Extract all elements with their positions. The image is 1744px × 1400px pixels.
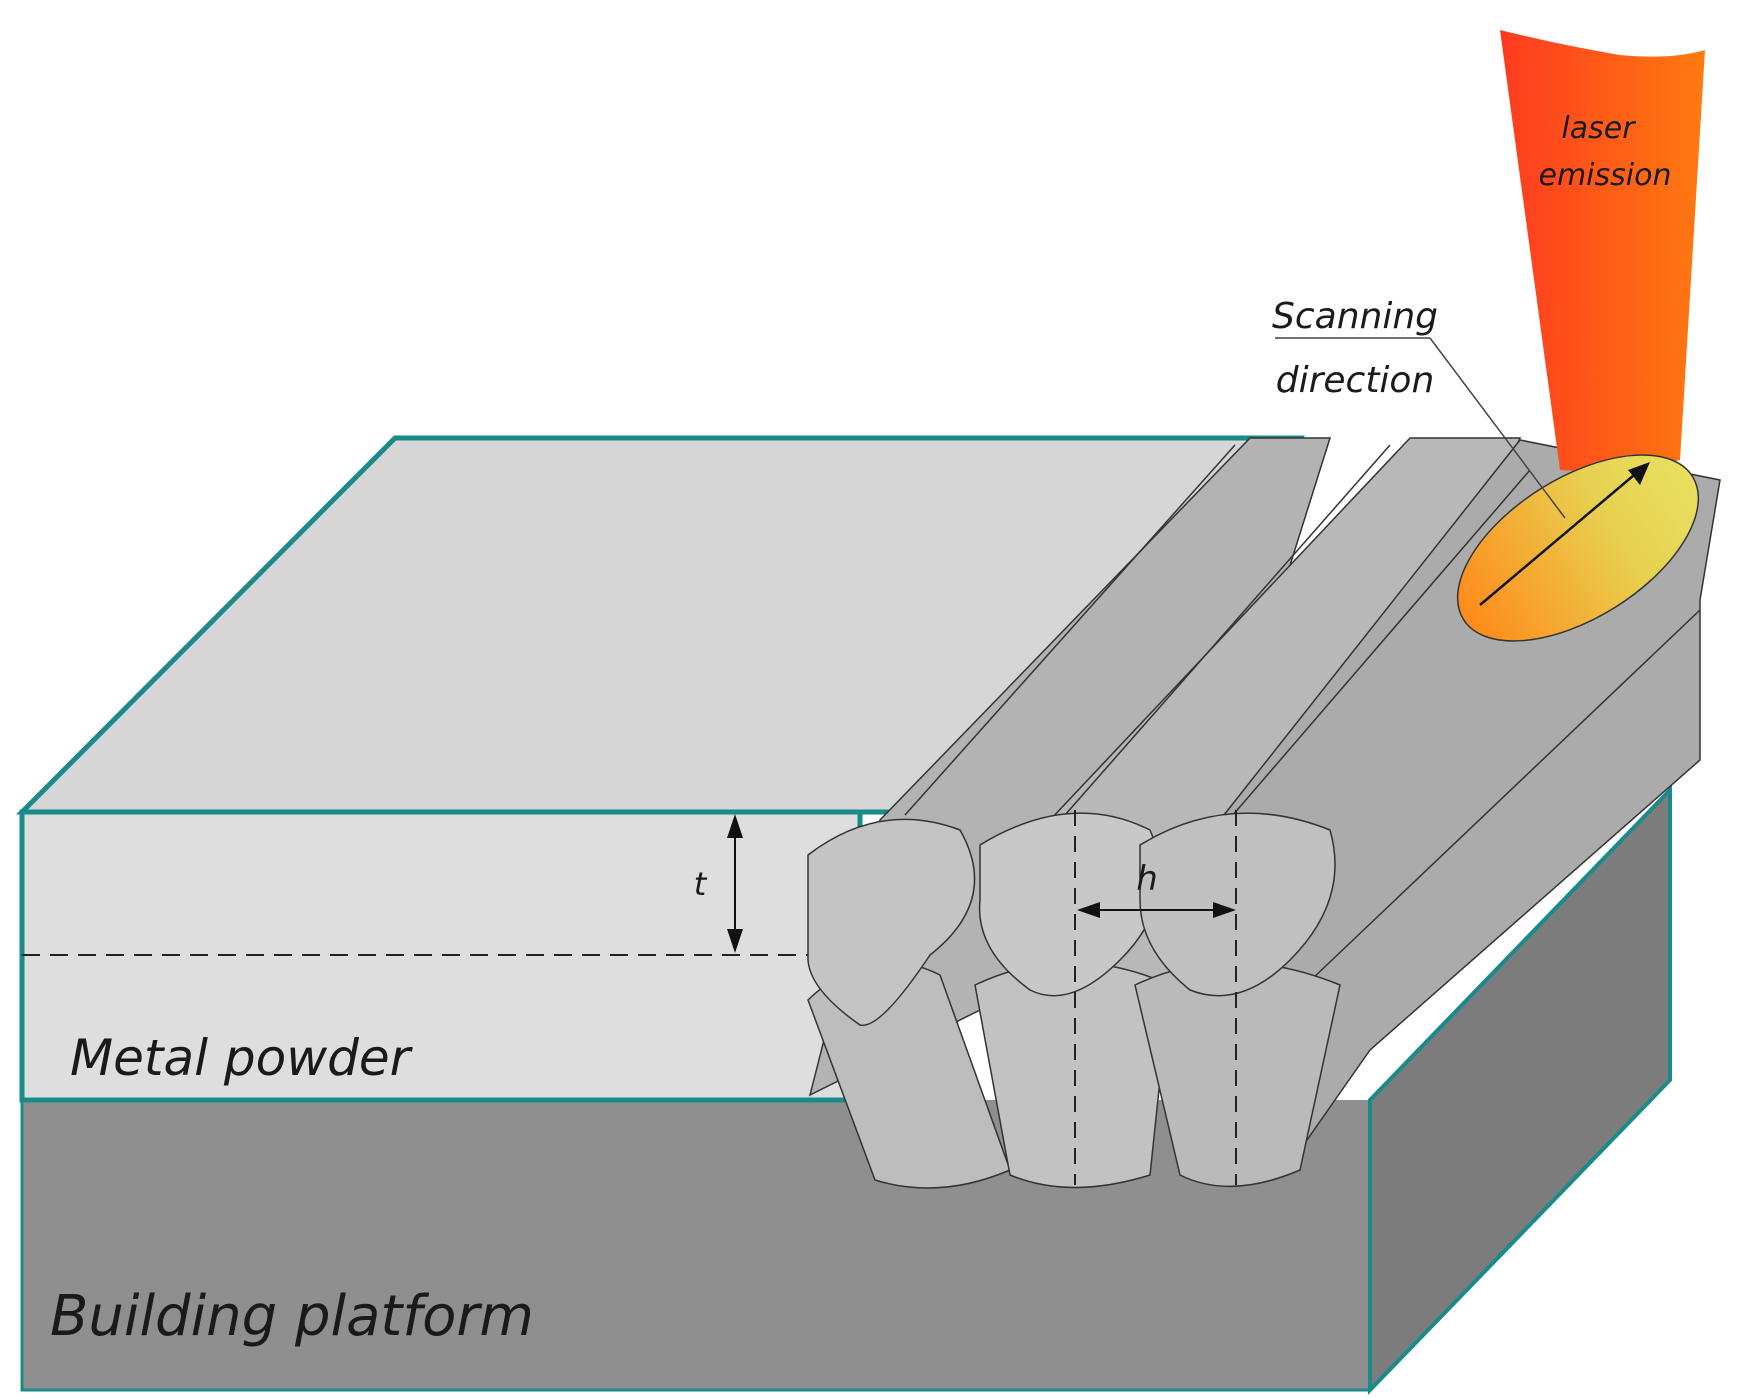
dimension-h: h (1077, 859, 1236, 918)
melt-pool-shape (1456, 454, 1700, 642)
platform-side-face (1368, 785, 1672, 1395)
melt-pool (1456, 454, 1700, 642)
track-ridge-2 (1064, 444, 1391, 816)
dim-t-arrow-bottom (727, 929, 743, 953)
laser-beam (1500, 30, 1705, 472)
scan-direction-axis (1479, 469, 1641, 606)
dimension-t: t (694, 814, 743, 953)
metal-powder-label: Metal powder (70, 1029, 414, 1087)
track-ridge-3 (1219, 469, 1531, 831)
building-platform-label: Building platform (50, 1284, 534, 1349)
scan-direction-leader (1275, 337, 1566, 519)
bead-upper-1 (807, 818, 976, 1026)
bead-upper-3 (1139, 812, 1336, 997)
bead-upper-2 (978, 812, 1161, 997)
dim-h-arrow-left (1077, 902, 1100, 918)
platform-outline (20, 1100, 1370, 1392)
laser-beam-shape (1500, 30, 1705, 472)
dim-t-arrow-top (727, 814, 743, 838)
laser-emission-label-line2: emission (1539, 158, 1672, 193)
track-ridge-4 (1289, 609, 1701, 1001)
scan-direction-arrowhead (1628, 462, 1650, 485)
dim-h-label: h (1136, 859, 1158, 899)
dim-h-arrow-right (1213, 902, 1236, 918)
scan-tracks (807, 437, 1721, 1189)
leader-line (1429, 337, 1566, 519)
dim-t-label: t (694, 865, 708, 903)
track-ridge-1 (904, 444, 1236, 816)
scanning-direction-label-line2: direction (1276, 360, 1435, 401)
scanning-direction-label-line1: Scanning (1272, 296, 1438, 337)
laser-emission-label-line1: laser (1561, 111, 1636, 146)
